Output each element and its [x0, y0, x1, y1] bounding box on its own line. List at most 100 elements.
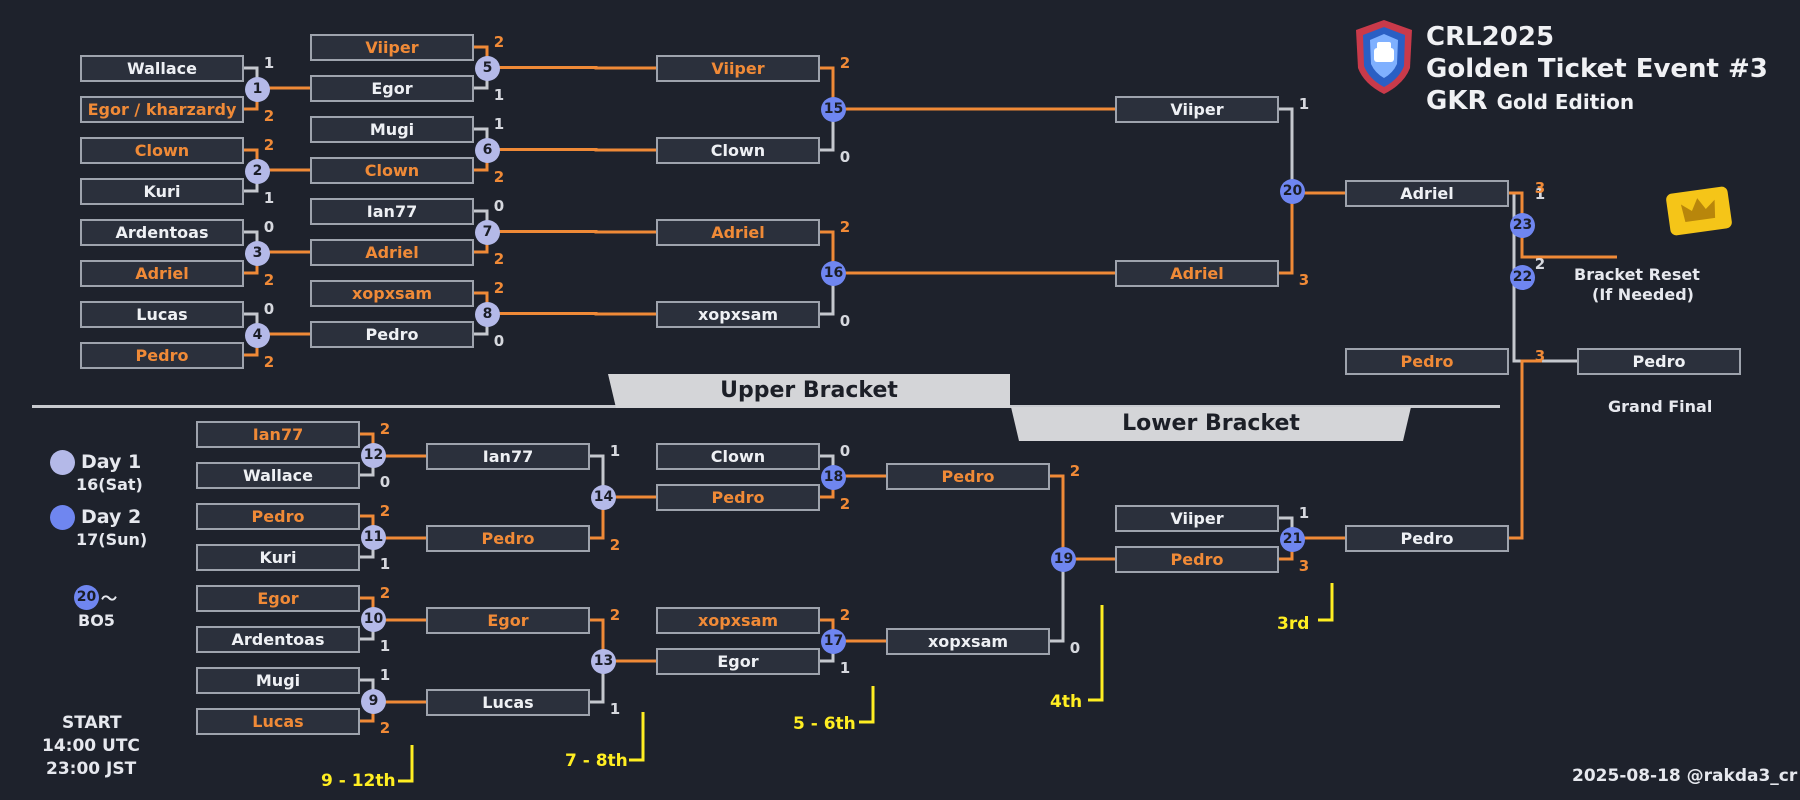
match-7-winner-line: [474, 230, 656, 254]
player-box-20-bot: Adriel: [1115, 260, 1279, 287]
match-number-4: 4: [245, 322, 270, 348]
match-number-2: 2: [245, 158, 270, 184]
placement-3rd: 3rd: [1277, 614, 1310, 634]
bo5-tilde: 〜: [101, 589, 118, 608]
match-19-loser-line: [1050, 558, 1065, 643]
player-box-18-bot: Pedro: [656, 484, 820, 511]
player-box-5-bot: Egor: [310, 75, 474, 102]
placement-9-12th: 9 - 12th: [321, 771, 396, 791]
match-number-21: 21: [1280, 526, 1305, 552]
player-box-17-top: xopxsam: [656, 607, 820, 634]
start-utc: 14:00 UTC: [42, 736, 140, 756]
player-box-22-pedro: Pedro: [1577, 348, 1741, 375]
match-6-winner-line: [474, 148, 656, 172]
player-box-13-top: Egor: [426, 607, 590, 634]
placement-marker-4: [398, 745, 414, 783]
title-edition: Gold Edition: [1496, 90, 1635, 114]
score-19-top: 2: [1069, 462, 1081, 480]
player-box-4-top: Lucas: [80, 301, 244, 328]
score-2-bottom: 1: [263, 189, 275, 207]
score-20-top: 1: [1298, 95, 1310, 113]
player-box-10-top: Egor: [196, 585, 360, 612]
score-8-top: 2: [493, 279, 505, 297]
player-box-2-top: Clown: [80, 137, 244, 164]
player-box-15-top: Viiper: [656, 55, 820, 82]
score-13-top: 2: [609, 606, 621, 624]
player-box-9-bot: Lucas: [196, 708, 360, 735]
player-box-1-top: Wallace: [80, 55, 244, 82]
title-line-1: CRL2025: [1426, 22, 1555, 52]
grand-final-label: Grand Final: [1608, 397, 1713, 416]
match-number-23: 23: [1510, 213, 1535, 238]
bo5-legend-dot: 20: [74, 585, 99, 610]
player-box-21-top: Viiper: [1115, 505, 1279, 532]
placement-4th: 4th: [1050, 692, 1083, 712]
player-box-16-top: Adriel: [656, 219, 820, 246]
match-16-winner-line: [820, 230, 1115, 275]
player-box-11-top: Pedro: [196, 503, 360, 530]
score-1-bottom: 2: [263, 107, 275, 125]
match-number-8: 8: [475, 301, 500, 327]
match-number-9: 9: [361, 688, 386, 714]
match-number-11: 11: [361, 524, 386, 550]
day2-legend-dot: [50, 505, 75, 530]
golden-ticket-icon: [1666, 186, 1732, 236]
player-box-3-bot: Adriel: [80, 260, 244, 287]
score-22-bottom: 3: [1534, 347, 1546, 365]
score-11-top: 2: [379, 502, 391, 520]
score-17-top: 2: [839, 606, 851, 624]
score-1-top: 1: [263, 54, 275, 72]
match-number-6: 6: [475, 137, 500, 163]
score-12-top: 2: [379, 420, 391, 438]
score-4-bottom: 2: [263, 353, 275, 371]
player-box-9-top: Mugi: [196, 667, 360, 694]
match-14-loser-line: [590, 454, 605, 497]
player-box-19-bot: xopxsam: [886, 628, 1050, 655]
match-5-winner-line: [474, 45, 656, 70]
match-number-3: 3: [245, 240, 270, 266]
score-23-top: 3: [1534, 179, 1546, 197]
player-box-22-bot: Pedro: [1345, 348, 1509, 375]
score-9-top: 1: [379, 666, 391, 684]
score-16-bottom: 0: [839, 312, 851, 330]
match-number-18: 18: [821, 464, 846, 490]
score-7-top: 0: [493, 197, 505, 215]
placement-5-6th: 5 - 6th: [793, 714, 856, 734]
match-15-winner-line: [820, 66, 1115, 111]
player-box-20-top: Viiper: [1115, 96, 1279, 123]
match-number-10: 10: [361, 606, 386, 632]
match-15-loser-line: [820, 109, 835, 152]
player-box-18-top: Clown: [656, 443, 820, 470]
upper-bracket-banner: Upper Bracket: [608, 374, 1010, 408]
score-12-bottom: 0: [379, 473, 391, 491]
player-box-8-top: xopxsam: [310, 280, 474, 307]
start-label: START: [62, 713, 122, 733]
placement-marker-3: [629, 712, 645, 762]
score-14-top: 1: [609, 442, 621, 460]
score-6-top: 1: [493, 115, 505, 133]
placement-marker-2: [859, 686, 875, 724]
match-16-loser-line: [820, 273, 835, 316]
score-13-bottom: 1: [609, 700, 621, 718]
player-box-17-bot: Egor: [656, 648, 820, 675]
player-box-10-bot: Ardentoas: [196, 626, 360, 653]
bo5-label: BO5: [78, 611, 115, 630]
score-16-top: 2: [839, 218, 851, 236]
score-21-top: 1: [1298, 504, 1310, 522]
day1-label: Day 1: [81, 451, 142, 473]
score-7-bottom: 2: [493, 250, 505, 268]
score-3-top: 0: [263, 218, 275, 236]
match-number-22: 22: [1510, 265, 1535, 290]
score-8-bottom: 0: [493, 332, 505, 350]
match-number-1: 1: [245, 76, 270, 102]
day1-legend-dot: [50, 450, 75, 475]
day1-date: 16(Sat): [76, 475, 143, 494]
placement-marker-1: [1088, 605, 1104, 702]
player-box-3-top: Ardentoas: [80, 219, 244, 246]
title-line-2: Golden Ticket Event #3: [1426, 54, 1768, 84]
score-5-bottom: 1: [493, 86, 505, 104]
player-box-15-bot: Clown: [656, 137, 820, 164]
score-5-top: 2: [493, 33, 505, 51]
match-13-loser-line: [590, 661, 605, 704]
player-box-6-bot: Clown: [310, 157, 474, 184]
